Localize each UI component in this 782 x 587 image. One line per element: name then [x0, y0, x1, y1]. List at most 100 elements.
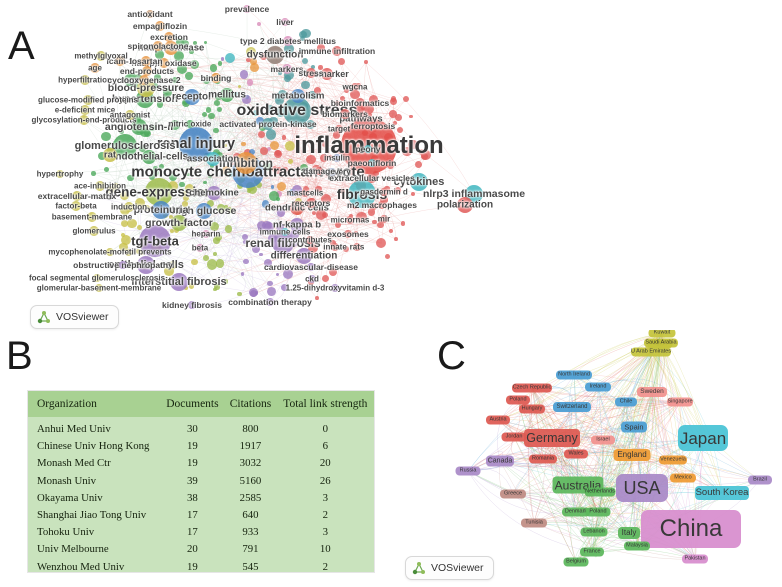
country-node-austria[interactable]: Austria: [486, 415, 510, 425]
network-node-circle[interactable]: [340, 109, 350, 119]
network-node-circle[interactable]: [103, 148, 117, 162]
country-node-north-ireland[interactable]: North Ireland: [556, 370, 592, 380]
country-node-singapore[interactable]: Singapore: [667, 397, 693, 407]
country-node-belgium[interactable]: Belgium: [563, 557, 589, 567]
network-node-circle[interactable]: [95, 284, 103, 292]
country-node-venezuela[interactable]: Venezuela: [659, 455, 687, 465]
country-node-hungary[interactable]: Hungary: [519, 404, 545, 414]
network-node-circle[interactable]: [331, 243, 339, 251]
country-node-england[interactable]: England: [613, 449, 651, 461]
network-node-circle[interactable]: [139, 225, 171, 257]
network-node-circle[interactable]: [262, 118, 274, 130]
network-node-circle[interactable]: [380, 215, 388, 223]
network-node-circle[interactable]: [307, 263, 315, 271]
network-node-circle[interactable]: [346, 216, 354, 224]
network-node-circle[interactable]: [125, 110, 135, 120]
network-node-circle[interactable]: [124, 202, 134, 212]
network-node-circle[interactable]: [202, 230, 210, 238]
network-node-circle[interactable]: [354, 112, 368, 126]
network-node-circle[interactable]: [308, 275, 316, 283]
country-node-chile[interactable]: Chile: [615, 397, 637, 407]
country-node-spain[interactable]: Spain: [621, 421, 647, 433]
network-node-circle[interactable]: [142, 150, 156, 164]
network-node-circle[interactable]: [113, 134, 137, 158]
network-node-circle[interactable]: [282, 64, 292, 74]
network-node-circle[interactable]: [266, 298, 274, 306]
network-node-circle[interactable]: [348, 180, 376, 208]
network-node-circle[interactable]: [235, 152, 257, 174]
country-node-france[interactable]: France: [580, 547, 604, 557]
network-node-circle[interactable]: [281, 228, 289, 236]
network-node-circle[interactable]: [369, 122, 377, 130]
network-node-circle[interactable]: [155, 21, 165, 31]
network-node-circle[interactable]: [95, 181, 105, 191]
network-node-circle[interactable]: [266, 46, 284, 64]
country-node-germany[interactable]: Germany: [524, 429, 580, 447]
network-node-circle[interactable]: [186, 120, 194, 128]
country-node-switzerland[interactable]: Switzerland: [553, 402, 591, 412]
country-node-canada[interactable]: Canada: [486, 455, 514, 467]
country-node-jordan[interactable]: Jordan: [501, 432, 527, 442]
country-node-italy[interactable]: Italy: [618, 527, 640, 539]
country-node-malaysia[interactable]: Malaysia: [624, 541, 650, 551]
network-node-circle[interactable]: [290, 201, 304, 215]
country-node-japan[interactable]: Japan: [678, 425, 728, 451]
country-node-lebanon[interactable]: Lebanon: [580, 527, 608, 537]
network-node-circle[interactable]: [115, 56, 125, 66]
network-node-circle[interactable]: [164, 41, 178, 55]
network-node-circle[interactable]: [290, 218, 304, 232]
network-node-circle[interactable]: [306, 68, 316, 78]
network-node-circle[interactable]: [184, 89, 200, 105]
network-node-circle[interactable]: [196, 244, 204, 252]
country-node-usa[interactable]: USA: [616, 474, 668, 502]
network-node-circle[interactable]: [93, 274, 101, 282]
network-node-circle[interactable]: [344, 230, 352, 238]
network-node-circle[interactable]: [131, 119, 147, 135]
network-node-circle[interactable]: [306, 198, 316, 208]
network-node-circle[interactable]: [296, 248, 312, 264]
network-node-circle[interactable]: [96, 51, 106, 61]
country-node-pakistan[interactable]: Pakistan: [682, 554, 708, 564]
network-node-circle[interactable]: [139, 75, 149, 85]
network-node-circle[interactable]: [124, 74, 136, 86]
country-node-russia[interactable]: Russia: [455, 466, 481, 476]
network-node-circle[interactable]: [152, 201, 170, 219]
country-node-wales[interactable]: Wales: [564, 449, 588, 459]
country-node-greece[interactable]: Greece: [500, 489, 526, 499]
network-node-circle[interactable]: [272, 232, 294, 254]
network-node-circle[interactable]: [301, 189, 309, 197]
network-node-circle[interactable]: [153, 41, 163, 51]
network-node-circle[interactable]: [71, 201, 81, 211]
network-node-circle[interactable]: [89, 226, 99, 236]
network-node-circle[interactable]: [72, 191, 82, 201]
network-node-circle[interactable]: [171, 215, 187, 231]
network-node-circle[interactable]: [142, 66, 152, 76]
country-node-poland[interactable]: Poland: [585, 507, 611, 517]
network-node-circle[interactable]: [206, 152, 220, 166]
network-node-circle[interactable]: [146, 10, 154, 18]
network-node-circle[interactable]: [137, 256, 155, 274]
network-node-circle[interactable]: [291, 89, 305, 103]
network-node-circle[interactable]: [79, 115, 89, 125]
country-node-tunisia[interactable]: Tunisia: [521, 518, 547, 528]
country-node-brazil[interactable]: Brazil: [748, 475, 772, 485]
network-node-circle[interactable]: [164, 32, 174, 42]
network-node-circle[interactable]: [321, 68, 333, 80]
network-node-circle[interactable]: [90, 63, 100, 73]
network-node-circle[interactable]: [243, 5, 251, 13]
network-node-circle[interactable]: [207, 186, 221, 200]
country-node-czech-republic[interactable]: Czech Republic: [512, 383, 552, 393]
country-node-kuwait[interactable]: Kuwait: [648, 330, 676, 338]
network-node-circle[interactable]: [380, 188, 388, 196]
network-node-circle[interactable]: [364, 145, 372, 153]
country-node-u-arab-emirates[interactable]: U Arab Emirates: [631, 347, 671, 357]
country-node-israel[interactable]: Israel: [591, 435, 615, 445]
network-node-circle[interactable]: [56, 170, 64, 178]
country-node-ireland[interactable]: Ireland: [585, 382, 611, 392]
network-node-circle[interactable]: [378, 201, 386, 209]
network-node-circle[interactable]: [87, 212, 97, 222]
country-node-mexico[interactable]: Mexico: [670, 473, 696, 483]
network-node-circle[interactable]: [457, 197, 473, 213]
network-node-circle[interactable]: [410, 173, 428, 191]
network-node-circle[interactable]: [141, 56, 151, 66]
